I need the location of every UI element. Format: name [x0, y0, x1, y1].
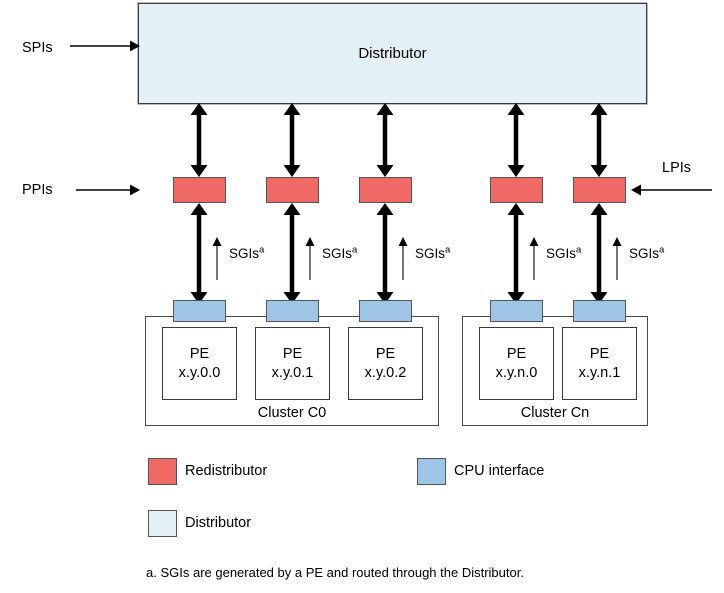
distributor-redistributor-link-1: [283, 103, 301, 177]
sgis-label-1: SGIsa: [322, 244, 358, 261]
pe-address: x.y.n.0: [495, 364, 538, 381]
redistributor-cpuif-link-4: [590, 203, 608, 304]
sgis-footnote-marker-0: a: [259, 244, 265, 256]
sgis-footnote-marker-2: a: [445, 244, 451, 256]
spis-arrow: [70, 40, 140, 52]
distributor-label: Distributor: [358, 45, 427, 62]
distributor-redistributor-link-3: [507, 103, 525, 177]
pe-x-y-0-2: PE x.y.0.2: [348, 327, 423, 400]
sgis-text-0: SGIs: [229, 246, 260, 261]
redistributor-0: [173, 177, 226, 203]
distributor-redistributor-link-0: [190, 103, 208, 177]
pe-address: x.y.n.1: [578, 364, 621, 381]
pe-address: x.y.0.2: [364, 364, 407, 381]
redistributor-4: [573, 177, 626, 203]
sgis-arrow-3: [529, 237, 539, 280]
pe-x-y-n-0: PE x.y.n.0: [479, 327, 554, 400]
redistributor-cpuif-link-1: [283, 203, 301, 304]
sgis-footnote-marker-3: a: [576, 244, 582, 256]
legend-label-distributor: Distributor: [185, 515, 252, 531]
cluster-cn: Cluster Cn: [462, 316, 648, 426]
redistributor-3: [490, 177, 543, 203]
spis-label: SPIs: [22, 40, 53, 56]
sgis-label-0: SGIsa: [229, 244, 265, 261]
pe-x-y-0-0: PE x.y.0.0: [162, 327, 237, 400]
sgis-text-2: SGIs: [415, 246, 446, 261]
sgis-text-3: SGIs: [546, 246, 577, 261]
pe-address: x.y.0.1: [271, 364, 314, 381]
pe-x-y-0-1: PE x.y.0.1: [255, 327, 330, 400]
pe-name: PE: [375, 346, 396, 363]
sgis-label-3: SGIsa: [546, 244, 582, 261]
redistributor-cpuif-link-3: [507, 203, 525, 304]
distributor-redistributor-link-4: [590, 103, 608, 177]
sgis-label-4: SGIsa: [629, 244, 665, 261]
pe-address: x.y.0.0: [178, 364, 221, 381]
cpu-interface-0: [173, 300, 226, 322]
cluster-c0-label: Cluster C0: [257, 405, 327, 421]
ppis-label: PPIs: [22, 182, 53, 198]
pe-name: PE: [506, 346, 527, 363]
legend-swatch-distributor: [148, 510, 177, 537]
cpu-interface-3: [490, 300, 543, 322]
footnote-text: a. SGIs are generated by a PE and routed…: [146, 565, 524, 580]
cpu-interface-2: [359, 300, 412, 322]
distributor-block: Distributor: [138, 3, 647, 104]
sgis-arrow-0: [212, 237, 222, 280]
pe-name: PE: [282, 346, 303, 363]
legend-swatch-cpu-interface: [417, 458, 446, 485]
sgis-arrow-2: [398, 237, 408, 280]
redistributor-1: [266, 177, 319, 203]
sgis-footnote-marker-1: a: [352, 244, 358, 256]
redistributor-cpuif-link-0: [190, 203, 208, 304]
cpu-interface-4: [573, 300, 626, 322]
redistributor-cpuif-link-2: [376, 203, 394, 304]
sgis-text-1: SGIs: [322, 246, 353, 261]
ppis-arrow: [76, 184, 140, 196]
legend-label-redistributor: Redistributor: [185, 463, 268, 479]
cluster-cn-label: Cluster Cn: [520, 405, 590, 421]
sgis-footnote-marker-4: a: [659, 244, 665, 256]
legend-label-cpu-interface: CPU interface: [454, 463, 545, 479]
cpu-interface-1: [266, 300, 319, 322]
pe-x-y-n-1: PE x.y.n.1: [562, 327, 637, 400]
distributor-redistributor-link-2: [376, 103, 394, 177]
pe-name: PE: [189, 346, 210, 363]
sgis-arrow-1: [305, 237, 315, 280]
pe-name: PE: [589, 346, 610, 363]
legend-swatch-redistributor: [148, 458, 177, 485]
sgis-text-4: SGIs: [629, 246, 660, 261]
lpis-label: LPIs: [662, 160, 692, 176]
sgis-arrow-4: [612, 237, 622, 280]
lpis-arrow: [631, 184, 712, 196]
sgis-label-2: SGIsa: [415, 244, 451, 261]
redistributor-2: [359, 177, 412, 203]
